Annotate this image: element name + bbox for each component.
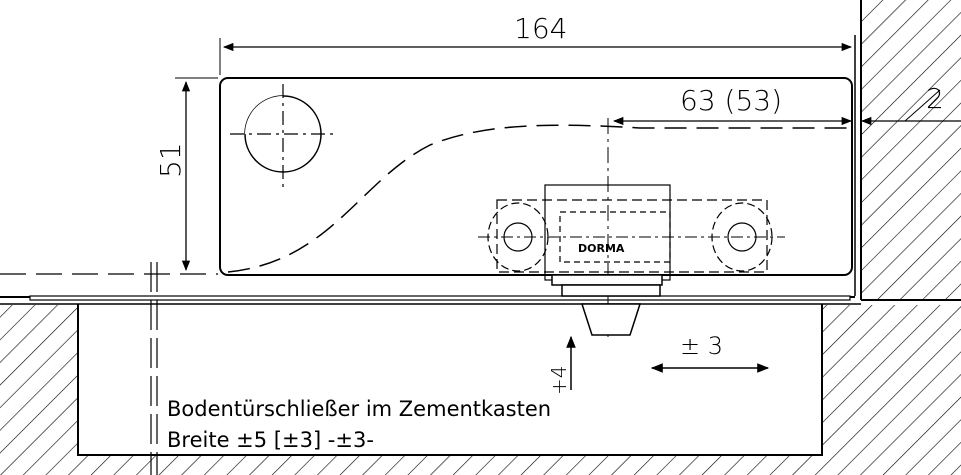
label-51: 51: [154, 142, 187, 178]
label-2: 2: [926, 82, 944, 115]
label-63: 63 (53): [680, 84, 782, 117]
note-line-1: Bodentürschließer im Zementkasten: [167, 397, 551, 421]
floor: [0, 295, 961, 475]
label-lateral-adjust: ± 3: [680, 332, 723, 360]
closer-mechanism: [478, 118, 785, 340]
closer-body: [219, 77, 853, 276]
dim-wall-gap: [860, 89, 961, 126]
label-vertical-adjust: +4: [547, 366, 571, 395]
wall: [854, 0, 961, 300]
label-164: 164: [514, 12, 567, 45]
pivot-symbol: [230, 84, 335, 188]
note-line-2: Breite ±5 [±3] -±3-: [167, 428, 374, 452]
adjust-arrows: [566, 335, 770, 390]
leader-post: [150, 262, 158, 475]
dim-height-51: [0, 77, 218, 275]
dorma-logo: DORMA: [578, 242, 625, 255]
dim-width-164: [219, 38, 853, 75]
